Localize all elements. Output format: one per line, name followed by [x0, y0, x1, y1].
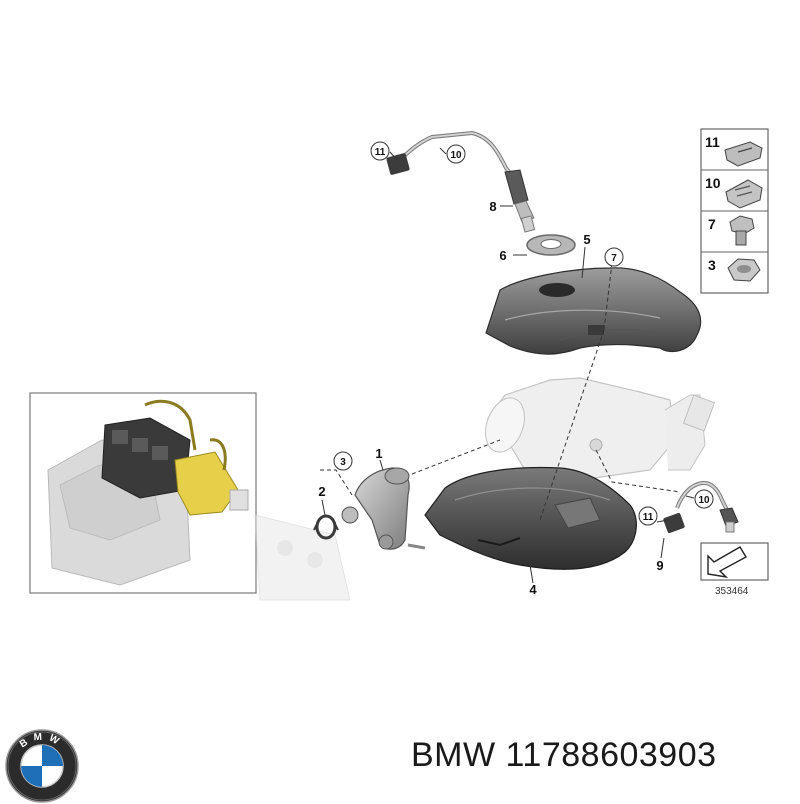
callout-10-bottom: 10	[694, 489, 714, 509]
brand-name: BMW	[411, 736, 496, 774]
clip-icon	[724, 141, 763, 167]
upper-heat-shield	[485, 267, 702, 355]
svg-text:11: 11	[375, 147, 386, 158]
engine-background-illustration	[254, 514, 351, 601]
svg-text:11: 11	[643, 512, 654, 523]
callout-11-top: 11	[370, 141, 390, 161]
svg-text:5: 5	[583, 232, 590, 247]
callout-9: 9	[656, 558, 663, 573]
legend-label-3: 3	[708, 257, 716, 273]
callout-3-main: 3	[333, 451, 353, 471]
lower-heat-shield	[424, 466, 637, 570]
oxygen-sensor-upper	[386, 130, 536, 233]
oxygen-sensor-lower	[663, 480, 739, 534]
legend-label-7: 7	[708, 216, 716, 232]
legend-label-11: 11	[705, 134, 720, 150]
gasket-6	[526, 234, 576, 256]
svg-text:9: 9	[656, 558, 663, 573]
svg-text:10: 10	[450, 150, 462, 161]
callout-1: 1	[375, 446, 382, 461]
leader-lines	[320, 147, 695, 584]
callout-7-shield: 7	[604, 247, 624, 267]
callout-10-top: 10	[446, 144, 466, 164]
engine-inset	[29, 392, 351, 601]
svg-text:2: 2	[318, 484, 325, 499]
part-title: BMW 11788603903	[411, 736, 717, 775]
part-number: 11788603903	[505, 736, 717, 774]
clamp-icon	[725, 179, 763, 209]
exhaust-pipe-1	[341, 467, 426, 550]
gasket-2	[313, 514, 339, 540]
engine-block-illustration	[47, 399, 249, 586]
callout-2: 2	[318, 484, 325, 499]
callout-11-bottom: 11	[638, 506, 658, 526]
catalytic-converter	[485, 377, 716, 481]
bmw-logo: BMW	[5, 729, 79, 803]
svg-text:6: 6	[499, 248, 506, 263]
callout-4: 4	[529, 582, 537, 597]
svg-text:7: 7	[611, 253, 617, 264]
parts-legend: 11 10 7 3	[700, 128, 769, 294]
svg-text:10: 10	[698, 495, 710, 506]
svg-text:4: 4	[529, 582, 537, 597]
diagram-id-box: 353464	[700, 542, 769, 597]
nut-icon	[727, 258, 761, 282]
callout-6: 6	[499, 248, 506, 263]
callout-5: 5	[583, 232, 590, 247]
legend-label-10: 10	[705, 175, 721, 191]
bolt-icon	[729, 215, 755, 246]
svg-text:8: 8	[489, 199, 496, 214]
direction-arrow-icon	[707, 546, 747, 579]
svg-text:1: 1	[375, 446, 382, 461]
diagram-number: 353464	[715, 586, 749, 597]
callout-8: 8	[489, 199, 496, 214]
svg-text:3: 3	[340, 457, 346, 468]
